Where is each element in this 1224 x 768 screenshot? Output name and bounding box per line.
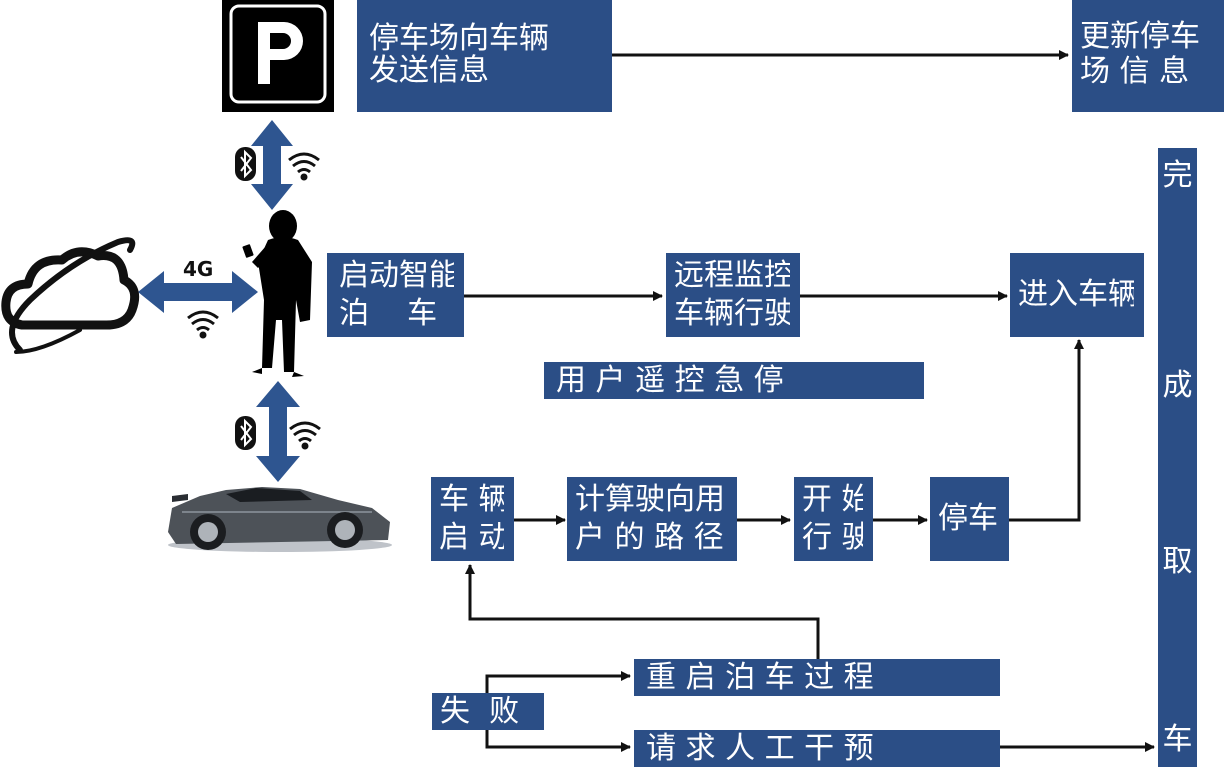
send-info-line2: 发送信息 <box>369 53 489 88</box>
flow-arrows <box>464 50 1155 752</box>
person-phone-icon <box>242 210 312 377</box>
parking-sign-icon <box>222 0 334 112</box>
update-info-line2: 场 信 息 <box>1080 54 1190 89</box>
bluetooth-icon <box>235 416 256 450</box>
failure-box: 失 败 <box>432 693 544 730</box>
update-info-line1: 更新停车 <box>1080 19 1200 54</box>
complete-pickup-char-3: 取 <box>1162 544 1193 579</box>
update-info-box: 更新停车 场 信 息 <box>1072 0 1224 112</box>
calc-route-box: 计算驶向用 户 的 路 径 <box>567 477 737 561</box>
enter-vehicle-box: 进入车辆 <box>1010 253 1144 337</box>
double-arrow-person-car <box>256 381 300 482</box>
enter-vehicle-text: 进入车辆 <box>1018 277 1134 312</box>
complete-pickup-char-1: 完 <box>1162 158 1193 193</box>
start-driving-line1: 开 始 <box>802 482 863 517</box>
complete-pickup-column: 完 成 取 车 <box>1158 148 1197 767</box>
start-driving-line2: 行 驶 <box>802 520 863 555</box>
park-text: 停车 <box>938 501 998 536</box>
wifi-icon <box>288 152 320 181</box>
start-parking-box: 启动智能 泊 车 <box>327 253 464 337</box>
double-arrow-parking-person <box>251 120 293 210</box>
network-label-4g: 4G <box>183 257 214 281</box>
emergency-stop-text: 用 户 遥 控 急 停 <box>556 363 784 398</box>
vehicle-start-line2: 启 动 <box>439 520 504 555</box>
emergency-stop-box: 用 户 遥 控 急 停 <box>544 362 924 399</box>
remote-monitor-line1: 远程监控 <box>674 258 790 293</box>
start-driving-box: 开 始 行 驶 <box>794 477 873 561</box>
restart-parking-box: 重 启 泊 车 过 程 <box>634 659 1000 696</box>
complete-pickup-char-2: 成 <box>1162 368 1193 403</box>
complete-pickup-char-4: 车 <box>1162 722 1193 757</box>
request-intervention-box: 请 求 人 工 干 预 <box>634 730 1000 767</box>
remote-monitor-box: 远程监控 车辆行驶 <box>666 253 800 337</box>
wifi-icon <box>187 310 219 339</box>
remote-monitor-line2: 车辆行驶 <box>674 296 790 331</box>
double-arrow-cloud-person <box>138 271 258 313</box>
vehicle-start-box: 车 辆 启 动 <box>431 477 514 561</box>
wifi-icon <box>289 421 321 450</box>
failure-text: 失 败 <box>440 694 520 729</box>
send-info-box: 停车场向车辆 发送信息 <box>357 0 612 112</box>
start-parking-line2: 泊 车 <box>339 296 438 331</box>
restart-parking-text: 重 启 泊 车 过 程 <box>646 660 874 695</box>
cloud-icon <box>1 237 140 354</box>
send-info-line1: 停车场向车辆 <box>369 21 549 56</box>
calc-route-line2: 户 的 路 径 <box>575 520 724 555</box>
park-box: 停车 <box>930 477 1009 561</box>
request-intervention-text: 请 求 人 工 干 预 <box>646 731 874 766</box>
bluetooth-icon <box>235 147 256 181</box>
car-icon <box>168 487 392 552</box>
calc-route-line1: 计算驶向用 <box>575 482 725 517</box>
vehicle-start-line1: 车 辆 <box>439 482 504 517</box>
start-parking-line1: 启动智能 <box>339 258 454 293</box>
